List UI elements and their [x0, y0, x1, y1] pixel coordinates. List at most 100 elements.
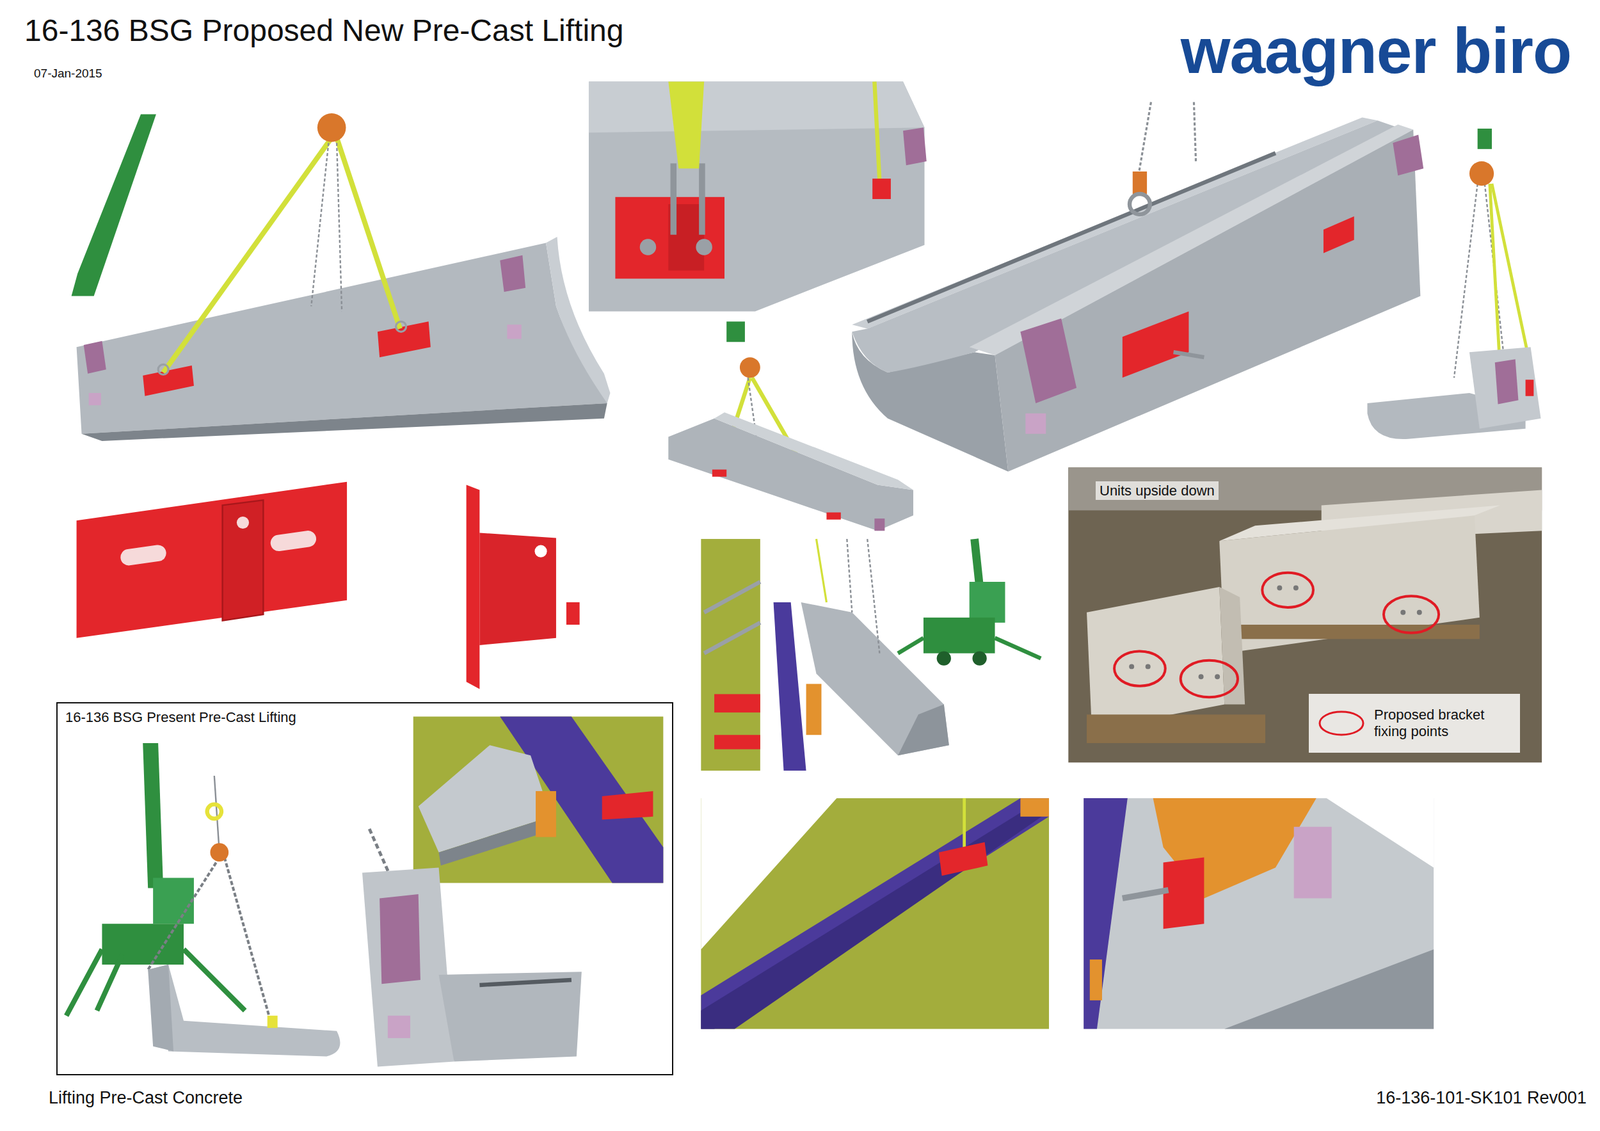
site-photo-part — [1180, 660, 1238, 697]
installation-view-part — [806, 683, 822, 735]
installation-view-part — [923, 617, 996, 654]
present-lifting-views-part — [147, 857, 220, 970]
installation-view-part — [972, 650, 987, 665]
installation-view-part — [773, 602, 807, 771]
long-beam-view-part — [1025, 413, 1046, 434]
sheet-caption: Lifting Pre-Cast Concrete — [48, 1088, 243, 1108]
bracket-closeup-part — [1089, 959, 1103, 1001]
installation-view-part — [704, 622, 761, 654]
beam-lift-view-part — [396, 321, 407, 332]
installation-view-part — [936, 650, 952, 665]
small-unit-view-part — [1484, 183, 1506, 368]
site-photo-part — [1198, 673, 1204, 680]
bracket-closeup-part — [1163, 857, 1205, 930]
plate-closeup-part — [903, 127, 927, 166]
present-lifting-views — [66, 716, 664, 1067]
plate-closeup-part — [588, 81, 925, 312]
installation-view-part — [897, 638, 924, 654]
plate-closeup-part — [640, 238, 657, 256]
small-unit-view-part — [1477, 128, 1492, 150]
site-photo-part — [1145, 663, 1151, 669]
site-photo-part — [1128, 663, 1135, 669]
present-lifting-views-part — [362, 867, 454, 1067]
site-photo-part — [1114, 650, 1166, 686]
present-lifting-views-part — [96, 954, 123, 1011]
beam-lift-view-part — [506, 324, 521, 339]
present-lifting-views-part — [535, 791, 557, 838]
beam-lift-view-part — [76, 243, 608, 434]
installation-view-part — [714, 693, 761, 713]
sheet-title: 16-136 BSG Proposed New Pre-Cast Lifting — [24, 12, 624, 48]
site-photo-part — [1114, 572, 1439, 698]
photo-note: Units upside down — [1095, 481, 1219, 500]
beam-lift-view-part — [311, 142, 329, 306]
beam-lift-view-part — [336, 142, 342, 312]
small-unit-view-part — [1454, 183, 1478, 378]
cloud-mark — [1319, 711, 1364, 735]
plate-closeup-part — [874, 81, 880, 182]
long-beam-view-part — [1392, 135, 1424, 176]
beam-lift-view-part — [88, 392, 102, 406]
small-unit-view-part — [1491, 183, 1531, 368]
long-beam-view-part — [1193, 101, 1196, 164]
long-beam-view-part — [1129, 193, 1151, 215]
lifting-plate-detail-part — [534, 545, 547, 558]
present-lifting-views-part — [142, 743, 164, 888]
beam-underside-view-part — [962, 798, 966, 848]
legend-text: Proposed bracket fixing points — [1374, 706, 1503, 741]
site-photo-part — [1416, 609, 1423, 616]
present-lifting-views-part — [147, 964, 340, 1057]
inset-frame: 16-136 BSG Present Pre-Cast Lifting — [56, 702, 674, 1076]
bracket-closeup-part — [1224, 949, 1434, 1029]
bracket-closeup — [1083, 798, 1434, 1029]
site-photo-part — [1383, 595, 1439, 633]
beam-underside-view-part — [1020, 798, 1049, 817]
date-stamp: 07-Jan-2015 — [33, 66, 103, 81]
plate-closeup-part — [673, 163, 703, 235]
tilted-beam-view-part — [726, 321, 745, 342]
beam-underside-view-part — [700, 798, 1049, 1029]
present-lifting-views-part — [224, 857, 271, 1021]
long-beam-view-part — [1020, 318, 1077, 404]
present-lifting-views-part — [214, 775, 220, 853]
installation-view-part — [700, 538, 760, 771]
site-photo-part — [1224, 624, 1480, 639]
lifting-plate-detail-part — [236, 516, 249, 529]
beam-underside-view-part — [938, 842, 989, 877]
tilted-beam-view-part — [874, 518, 885, 531]
installation-view-part — [995, 638, 1042, 659]
site-photo-part — [1219, 504, 1500, 541]
small-unit-view-part — [1469, 161, 1494, 186]
installation-view-part — [714, 734, 761, 749]
plate-closeup-part — [668, 81, 704, 169]
long-beam-view-part — [867, 152, 1276, 322]
installation-view-part — [969, 581, 1006, 623]
lifting-plate-detail-part — [466, 485, 480, 690]
site-photo-part — [1293, 585, 1299, 591]
company-logo: waagner biro — [1180, 14, 1572, 88]
cloud-swatch — [1316, 708, 1367, 738]
present-lifting-views-part — [379, 894, 421, 984]
small-unit-view-part — [1495, 359, 1519, 404]
site-photo-part — [1128, 585, 1423, 680]
tilted-beam-view-part — [714, 412, 914, 490]
photo-legend: Proposed bracket fixing points — [1308, 693, 1520, 753]
plate-closeup-part — [695, 238, 713, 256]
present-lifting-views-part — [183, 949, 246, 1011]
beam-underside-view-part — [700, 798, 1049, 1029]
installation-view-part — [974, 538, 980, 587]
lifting-plate-detail-part — [566, 602, 580, 625]
tilted-beam-view — [668, 321, 914, 531]
lifting-plate-detail — [76, 481, 580, 690]
beam-lift-view-part — [158, 364, 169, 375]
site-photo-part — [1214, 673, 1220, 680]
long-beam-view — [851, 101, 1424, 472]
lifting-plate-detail-part — [479, 532, 557, 645]
beam-lift-view-part — [83, 341, 107, 374]
beam-lift-view-part — [81, 403, 608, 441]
site-photo-part — [1276, 585, 1282, 591]
present-lifting-views-part — [602, 791, 654, 820]
bracket-closeup-part — [1083, 798, 1128, 1029]
bracket-closeup-part — [1122, 890, 1169, 899]
